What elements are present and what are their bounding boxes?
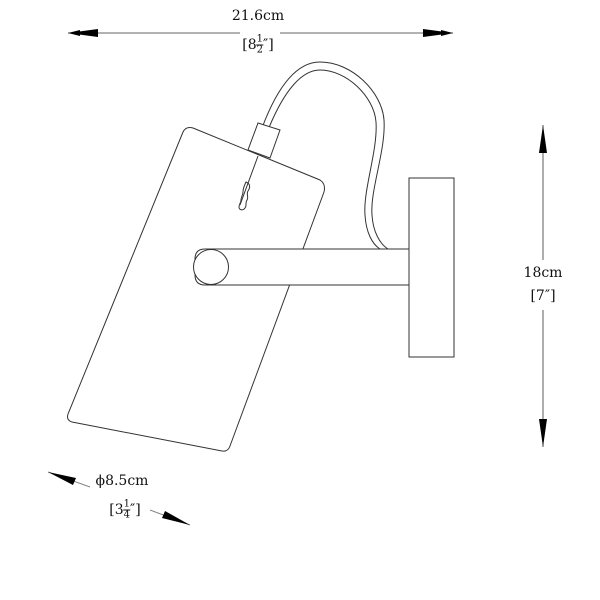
wall-backplate: [408, 177, 455, 358]
height-dimension-arrow: [539, 125, 547, 447]
lamp-shade: [67, 127, 325, 452]
width-imperial-whole: [8: [242, 37, 257, 53]
width-metric-label: 21.6cm: [229, 8, 287, 24]
socket-connector: [247, 122, 281, 159]
pull-chain: [238, 181, 251, 211]
height-metric-label: 18cm: [521, 265, 565, 281]
diameter-metric-label: ϕ8.5cm: [95, 473, 149, 489]
diameter-imperial-close: ″]: [130, 502, 141, 518]
pivot-knob: [193, 249, 229, 285]
fraction-denominator: 2: [256, 44, 264, 56]
fraction-numerator: 1: [256, 33, 264, 46]
height-imperial-label: [7″]: [528, 288, 558, 304]
width-imperial-close: ″]: [263, 37, 274, 53]
width-dimension-arrow: [68, 29, 453, 37]
diameter-imperial-whole: [3: [109, 502, 124, 518]
cable: [261, 61, 389, 250]
fraction-denominator: 4: [123, 509, 131, 521]
diameter-dimension-arrow: [47, 471, 191, 526]
fraction-numerator: 1: [123, 498, 131, 511]
